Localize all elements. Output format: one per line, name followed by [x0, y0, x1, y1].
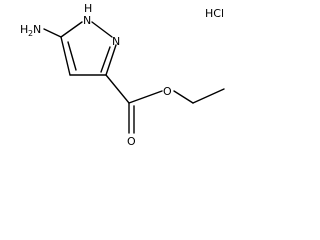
ring-nh-h-label: H — [84, 2, 92, 15]
bond-c3-carbonyl — [105, 74, 130, 104]
bond-c5-n1 — [60, 21, 83, 38]
carbonyl-o-label: O — [127, 135, 136, 148]
bonds — [43, 21, 225, 134]
bond-amine-c5 — [43, 28, 62, 38]
amine-sub-label: 2 — [28, 29, 33, 38]
amine-h-label: H — [20, 23, 28, 36]
bond-n1-n2 — [91, 21, 113, 38]
bond-ether-ch2 — [173, 90, 194, 104]
hcl-label: HCl — [205, 7, 224, 20]
ring-n1-label: N — [83, 14, 91, 27]
molecule-structure: H 2 N H N N O O HCl — [20, 2, 225, 148]
ether-o-label: O — [163, 85, 172, 98]
atom-labels: H 2 N H N N O O HCl — [20, 2, 224, 148]
bond-ch2-ch3 — [192, 88, 225, 104]
bond-c4-c5 — [60, 36, 71, 76]
bond-n2-c3-inner — [100, 46, 111, 73]
ring-n2-label: N — [112, 35, 120, 48]
amine-n-label: N — [33, 23, 41, 36]
bond-c4-c5-inner — [67, 41, 77, 71]
bond-n2-c3 — [105, 44, 117, 76]
bond-carbonyl-ether-o — [128, 90, 163, 104]
